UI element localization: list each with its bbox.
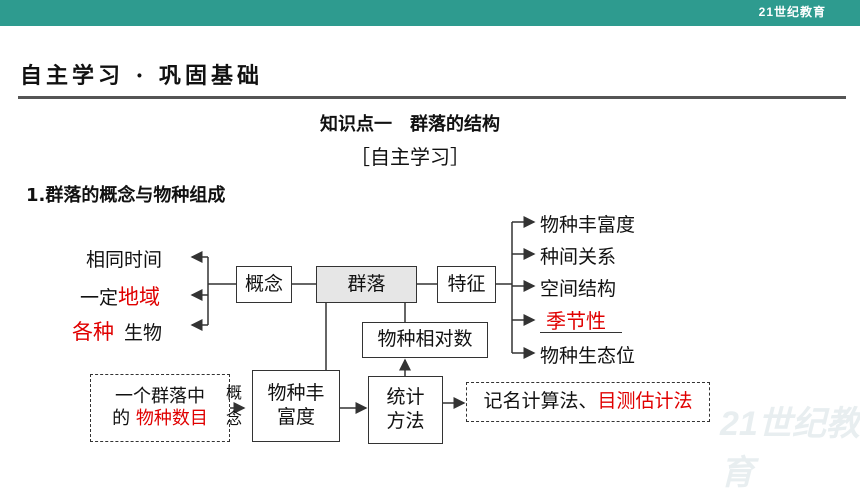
left-item-same-time: 相同时间: [86, 249, 163, 271]
methods-prefix: 记名计算法、: [483, 390, 598, 413]
watermark: 21世纪教育: [720, 405, 860, 492]
point-title: 1.群落的概念与物种组成: [26, 185, 226, 206]
feature-item-4-answer: 季节性: [546, 309, 606, 333]
feature-item-3: 空间结构: [540, 278, 617, 300]
methods-answer: 目测估计法: [597, 390, 693, 413]
place-answer: 地域: [118, 285, 161, 309]
concept-box: 概念: [236, 266, 292, 303]
richness-box: 物种丰 富度: [252, 370, 340, 442]
self-study-tag: ［自主学习］: [350, 145, 470, 169]
definition-line2-prefix: 的: [112, 408, 131, 429]
species-answer: 各种: [72, 320, 114, 344]
left-item-species: 各种生物: [72, 320, 163, 344]
definition-line1: 一个群落中: [115, 385, 205, 407]
brand-logo: 21世纪教育: [758, 5, 826, 19]
relative-count-box: 物种相对数: [362, 322, 488, 358]
left-item-place: 一定地域: [80, 285, 161, 309]
knowledge-point-heading: 知识点一 群落的结构: [320, 114, 500, 135]
diagram-connectors: [190, 216, 536, 414]
concept-side-label: 概 念: [226, 383, 243, 428]
feature-box: 特征: [437, 266, 496, 303]
top-bar: 21世纪教育: [0, 0, 860, 26]
answer-blank-line: [540, 332, 622, 333]
definition-answer: 物种数目: [135, 408, 208, 429]
community-center-box: 群落: [316, 266, 417, 303]
methods-box: 记名计算法、目测估计法: [466, 382, 710, 422]
feature-item-2: 种间关系: [540, 246, 617, 268]
stats-method-box: 统计 方法: [368, 376, 443, 444]
title-divider: [18, 96, 846, 99]
section-title: 自主学习 · 巩固基础: [20, 63, 263, 89]
feature-item-1: 物种丰富度: [540, 214, 636, 236]
feature-item-5: 物种生态位: [540, 345, 636, 367]
definition-box: 一个群落中 的 物种数目: [90, 374, 230, 442]
